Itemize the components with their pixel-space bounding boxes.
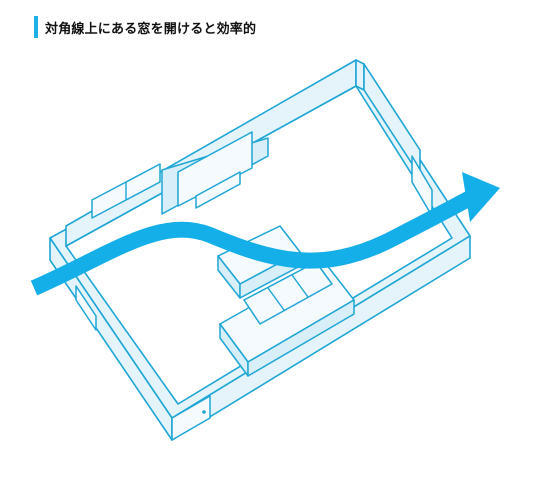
left-wall-window xyxy=(75,285,97,331)
back-wall-corner xyxy=(355,59,365,91)
heading-accent-bar xyxy=(34,16,38,38)
tv-stand xyxy=(195,171,241,209)
heading-title: 対角線上にある窓を開けると効率的 xyxy=(45,21,257,37)
sofa xyxy=(219,261,355,377)
back-wall xyxy=(65,59,421,247)
section-heading: 対角線上にある窓を開けると効率的 xyxy=(34,16,256,38)
window xyxy=(91,163,161,219)
window-left-wall xyxy=(75,285,97,331)
airflow-path xyxy=(30,190,474,296)
sofa-seat xyxy=(243,261,333,325)
door xyxy=(171,395,211,441)
door-panel xyxy=(171,395,211,441)
sofa-side-front xyxy=(247,299,355,377)
sofa-cushion-divider-1 xyxy=(267,287,285,311)
door-knob xyxy=(202,410,206,414)
airflow-arrowhead xyxy=(462,172,500,222)
tv-unit xyxy=(161,131,269,215)
sofa-cushion-divider-2 xyxy=(291,274,309,298)
airflow-arrow xyxy=(30,172,500,296)
